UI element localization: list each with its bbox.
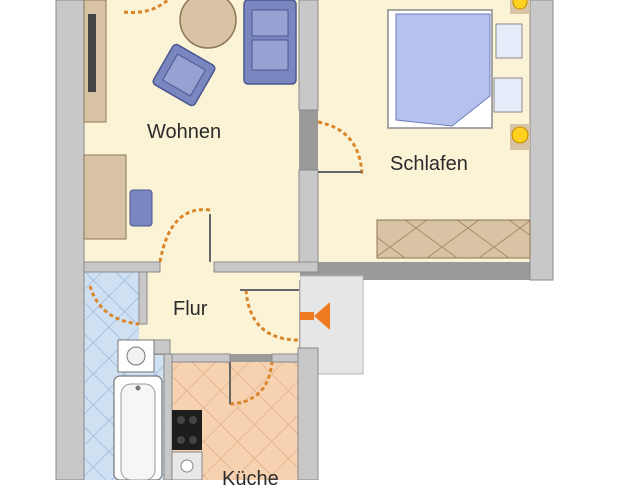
pillow-2 — [493, 77, 523, 113]
desk-chair — [129, 189, 153, 227]
stove — [172, 410, 202, 450]
desk — [83, 154, 127, 240]
pillow-1 — [495, 23, 523, 59]
inner-walls — [55, 0, 554, 480]
floor-plan — [55, 0, 554, 480]
bed-blanket — [395, 13, 491, 127]
round-table — [179, 0, 237, 49]
door-swings — [88, 0, 364, 406]
lamp-icon — [510, 0, 530, 14]
armchair — [152, 43, 216, 107]
wardrobe — [376, 219, 531, 259]
room-label-wohnen: Wohnen — [147, 121, 222, 143]
room-label-flur: Flur — [173, 298, 208, 320]
bad-fixtures — [113, 339, 163, 480]
wohnen-furniture — [83, 0, 297, 240]
lamp-icon — [510, 124, 530, 150]
room-label-schlafen: Schlafen — [390, 153, 468, 175]
entrance-arrow-icon — [300, 302, 330, 330]
kueche-fixtures — [171, 410, 203, 480]
shelf-tv — [88, 14, 96, 92]
schlafen-furniture — [376, 0, 531, 259]
door-leaves — [209, 171, 362, 404]
